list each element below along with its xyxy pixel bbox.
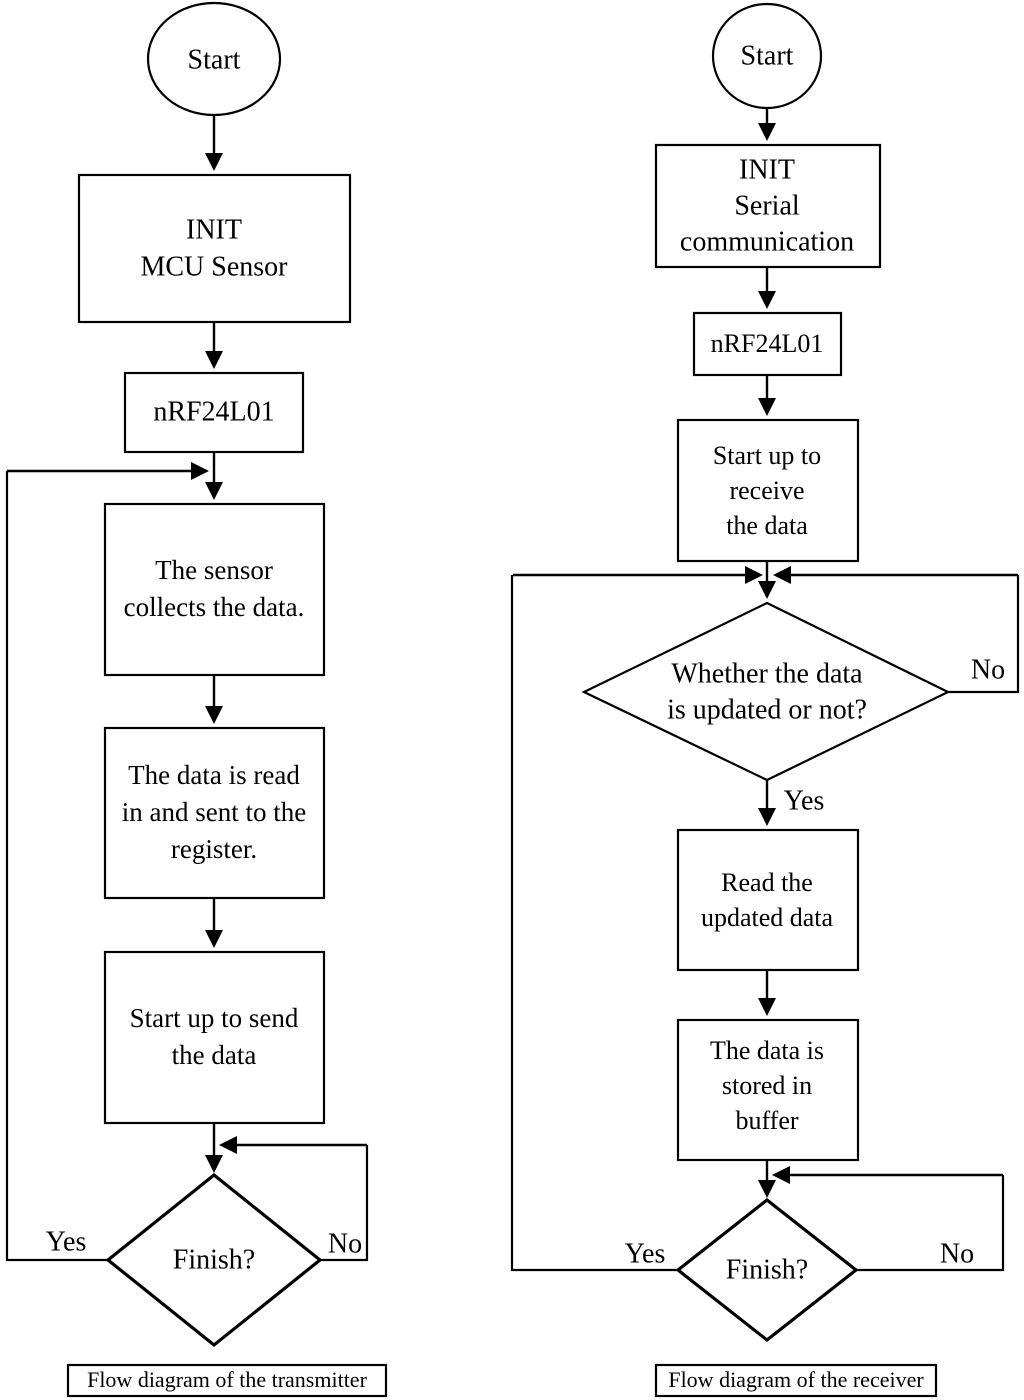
rx-caption-label: Flow diagram of the receiver (668, 1367, 924, 1392)
rx-finish-diamond (675, 1197, 859, 1343)
rx-receive-box (676, 418, 860, 563)
tx-caption-box (66, 1363, 388, 1398)
rx-buffer-label-line1: The data is (710, 1036, 824, 1065)
rx-caption-box (654, 1363, 938, 1398)
tx-send-box (103, 950, 326, 1125)
rx-readnew-label-line1: Read the (721, 868, 813, 897)
rx-updated-label-line2: is updated or not? (667, 694, 867, 725)
rx-updated-diamond (581, 601, 951, 782)
rx-start-label: Start (741, 40, 794, 71)
tx-finish-label: Finish? (173, 1244, 255, 1275)
tx-send-label-line2: the data (172, 1040, 257, 1070)
tx-nrf-label: nRF24L01 (153, 396, 274, 427)
rx-buffer-box (676, 1018, 860, 1162)
rx-finish-label: Finish? (726, 1254, 808, 1285)
rx-receive-label-line2: receive (729, 476, 804, 505)
rx-receive-label-line1: Start up to (713, 441, 821, 470)
tx-collect-label-line1: The sensor (155, 555, 273, 585)
tx-send-label-line1: Start up to send (130, 1003, 299, 1033)
tx-finish-yes-label: Yes (46, 1226, 87, 1257)
rx-finish-no-label: No (940, 1238, 974, 1269)
tx-init-label-line2: MCU Sensor (140, 251, 288, 282)
tx-read-label-line1: The data is read (128, 760, 300, 790)
tx-init-box (77, 173, 352, 324)
rx-updated-label-line1: Whether the data (671, 658, 863, 689)
rx-init-label-line1: INIT (739, 154, 795, 185)
edge-rx-updated-no (948, 575, 1020, 694)
panel-receiver: Start INIT Serial communication nRF24L01… (510, 2, 1020, 1398)
tx-finish-no-label: No (328, 1228, 362, 1259)
tx-finish-diamond (105, 1172, 323, 1348)
tx-read-label-line3: register. (171, 834, 257, 864)
edge-rx-finish-no (856, 1175, 1005, 1272)
rx-receive-label-line3: the data (726, 511, 808, 540)
rx-buffer-label-line3: buffer (735, 1106, 798, 1135)
panel-transmitter: Start INIT MCU Sensor nRF24L01 The senso… (5, 1, 388, 1398)
rx-buffer-label-line2: stored in (722, 1071, 812, 1100)
rx-init-box (654, 143, 882, 269)
rx-init-label-line2: Serial (734, 190, 800, 221)
edge-tx-finish-yes (5, 471, 108, 1262)
rx-nrf-box (692, 311, 843, 377)
rx-updated-no-label: No (971, 654, 1005, 685)
rx-readnew-box (676, 828, 860, 972)
rx-finish-yes-label: Yes (625, 1238, 666, 1269)
edge-rx-finish-yes (510, 575, 678, 1272)
tx-init-label-line1: INIT (186, 214, 242, 245)
rx-updated-yes-label: Yes (784, 785, 825, 816)
tx-collect-label-line2: collects the data. (124, 592, 305, 622)
tx-caption-label: Flow diagram of the transmitter (87, 1367, 367, 1392)
tx-start-label: Start (188, 44, 241, 75)
tx-collect-box (103, 502, 326, 677)
edge-tx-finish-no (320, 1145, 369, 1262)
tx-read-box (103, 726, 326, 900)
rx-readnew-label-line2: updated data (701, 903, 834, 932)
tx-read-label-line2: in and sent to the (122, 797, 306, 827)
rx-init-label-line3: communication (680, 226, 854, 257)
rx-nrf-label: nRF24L01 (711, 329, 824, 358)
tx-nrf-box (123, 371, 305, 454)
